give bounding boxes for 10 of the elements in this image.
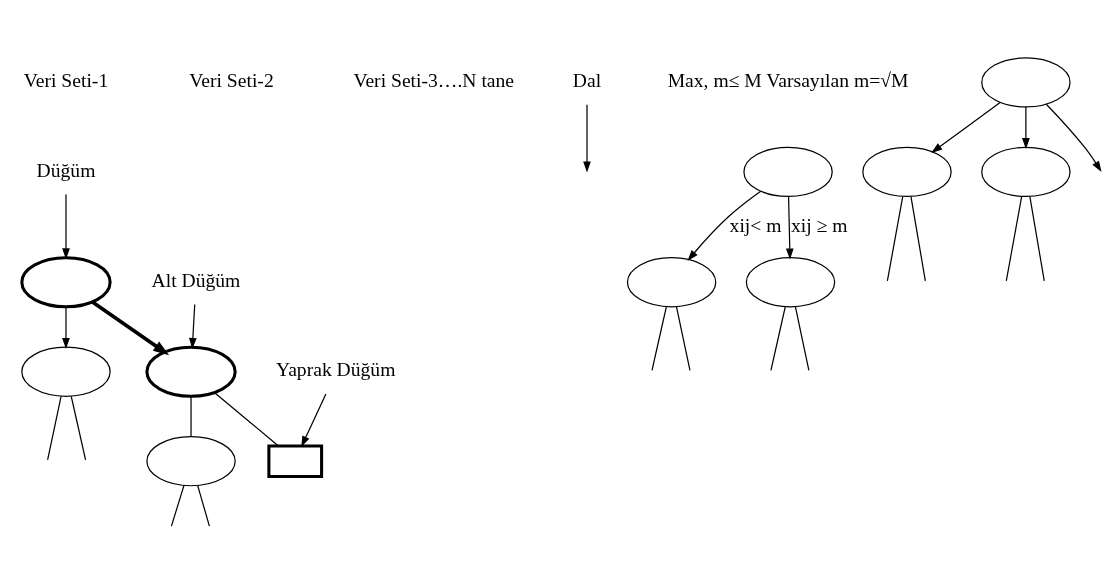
edge-label: xij< m (729, 214, 782, 236)
node-text: Alt Düğüm (151, 269, 241, 291)
label: Veri Seti-1 (23, 69, 109, 91)
label: Veri Seti-3….N tane (353, 69, 515, 91)
node-text: Düğüm (36, 159, 96, 181)
label: Veri Seti-2 (189, 69, 274, 91)
edge-label: xij ≥ m (791, 214, 848, 236)
node-text: Yaprak Düğüm (275, 358, 396, 380)
node-label: Max, m≤ M Varsayılan m=√M (667, 69, 909, 91)
node-text: Dal (572, 69, 602, 91)
